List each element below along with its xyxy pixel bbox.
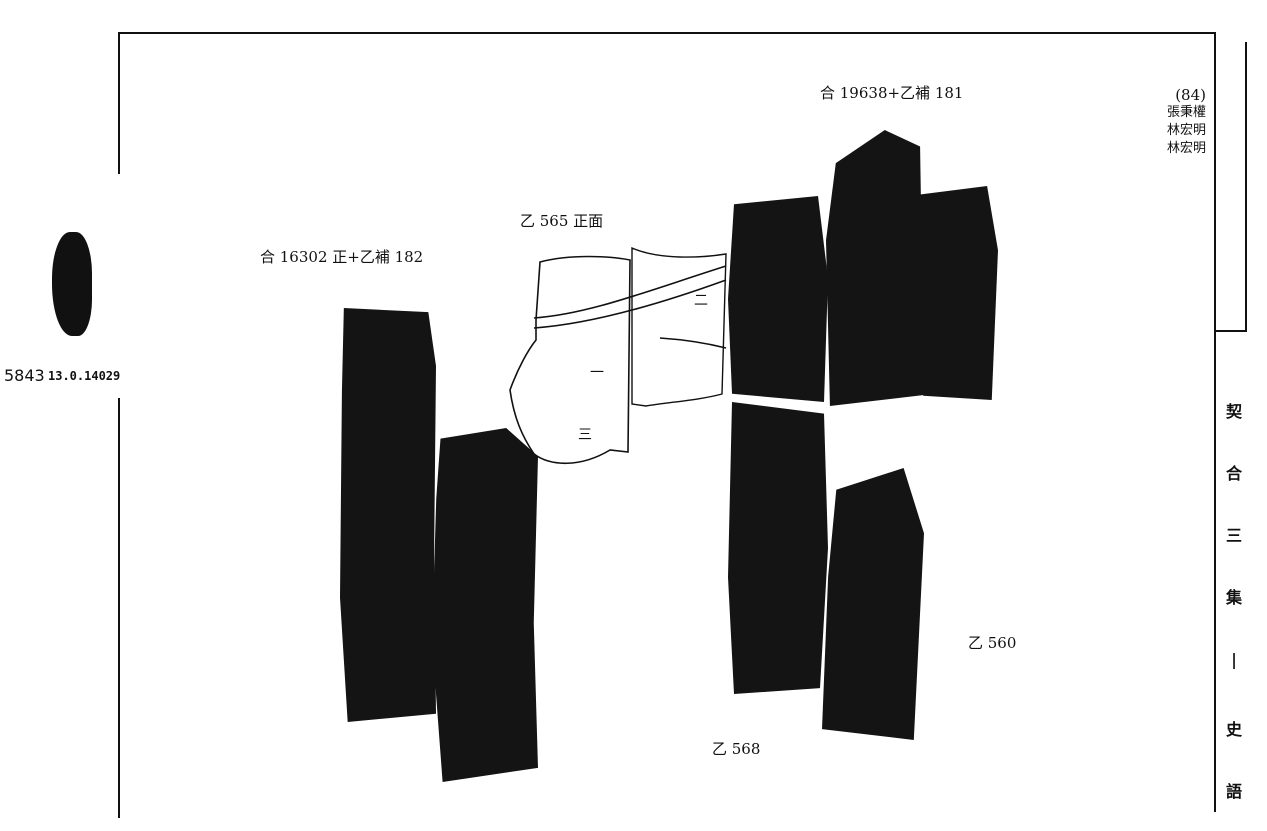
- drawing-mark-b: 一: [590, 365, 604, 381]
- rubbing-right-lower-left: [728, 402, 828, 694]
- header-box-right: [1245, 42, 1247, 332]
- credit-line-2: 林宏明: [1166, 123, 1206, 138]
- side-title-char-5: |: [1231, 650, 1237, 669]
- rubbing-left-tall: [340, 308, 436, 722]
- small-rubbing-fragment: [52, 232, 92, 336]
- credit-line-1: 張秉權: [1166, 105, 1206, 120]
- line-drawing-565: [509, 246, 727, 465]
- label-fragment-560: 乙 560: [968, 634, 1017, 652]
- catalog-code: 13.0.14029: [48, 369, 121, 383]
- side-title-char-3: 三: [1225, 526, 1242, 545]
- rubbing-right-lower-right: [822, 468, 924, 740]
- label-fragment-568: 乙 568: [712, 740, 761, 758]
- frame-left-line-upper: [118, 32, 120, 174]
- catalog-number: 5843: [4, 366, 45, 385]
- plate-number: (84): [1175, 86, 1206, 104]
- side-title-char-6: 史: [1225, 720, 1242, 739]
- side-title-char-2: 合: [1225, 464, 1242, 483]
- drawing-mark-c: 三: [578, 427, 592, 443]
- rubbing-right-upper-right: [920, 186, 998, 400]
- rubbing-right-upper-left: [728, 196, 828, 402]
- side-title-char-1: 契: [1225, 402, 1242, 421]
- drawing-mark-a: 二: [694, 293, 708, 309]
- label-drawing: 乙 565 正面: [520, 212, 604, 230]
- side-title-char-4: 集: [1225, 588, 1242, 607]
- side-title-char-7: 語: [1225, 782, 1242, 801]
- frame-left-line-lower: [118, 398, 120, 818]
- label-left-group: 合 16302 正+乙補 182: [260, 248, 424, 266]
- credit-line-3: 林宏明: [1166, 141, 1206, 156]
- rubbing-left-short: [432, 428, 538, 782]
- rubbing-right-upper-mid: [826, 130, 924, 406]
- header-box-bottom: [1214, 330, 1247, 332]
- frame-right-line: [1214, 32, 1216, 812]
- frame-top-line: [118, 32, 1216, 34]
- label-right-group: 合 19638+乙補 181: [820, 84, 964, 102]
